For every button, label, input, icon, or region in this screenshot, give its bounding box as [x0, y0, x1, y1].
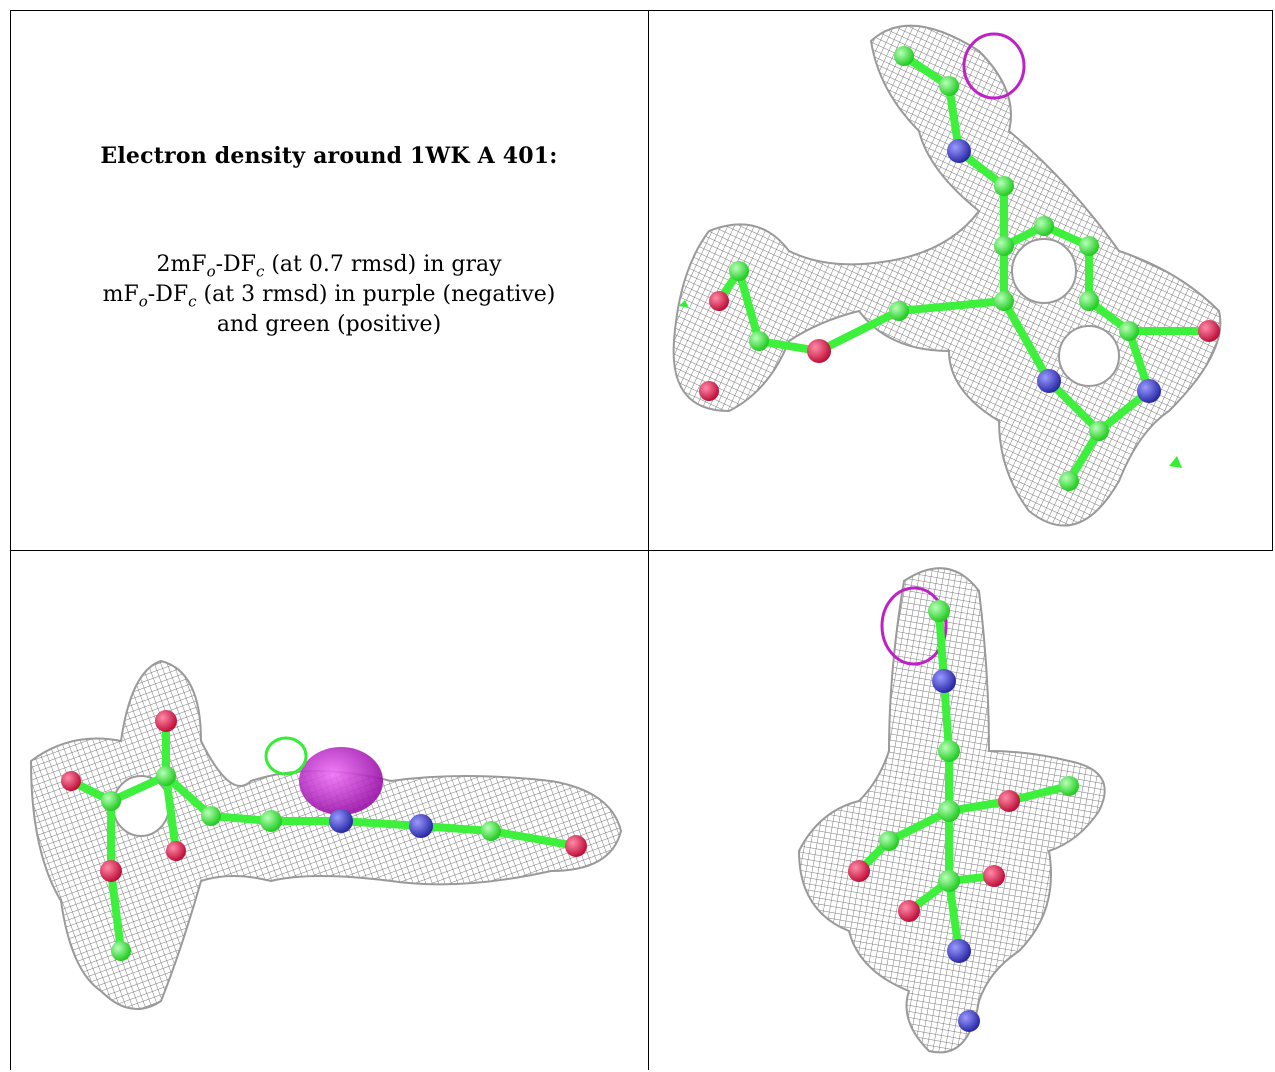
caption-line-1: 2mFo-DFc (at 0.7 rmsd) in gray [10, 250, 648, 280]
caption-line-1-mid: -DF [215, 252, 256, 277]
grid-center-border [648, 10, 649, 1070]
figure-grid: Electron density around 1WK A 401: 2mFo-… [10, 10, 1273, 1070]
caption-line-1-prefix: 2mF [156, 252, 207, 277]
grid-middle-border [10, 550, 1273, 551]
caption-line-1-sub-c: c [255, 262, 265, 281]
caption-line-2-rest: (at 3 rmsd) in purple (negative) [196, 282, 556, 307]
density-view-top-right [649, 11, 1272, 550]
caption-cell: Electron density around 1WK A 401: 2mFo-… [10, 10, 648, 550]
caption-line-1-rest: (at 0.7 rmsd) in gray [264, 252, 502, 277]
caption-description: 2mFo-DFc (at 0.7 rmsd) in gray mFo-DFc (… [10, 250, 648, 340]
density-view-bottom-left [11, 551, 648, 1070]
caption-line-1-sub-o: o [206, 262, 216, 281]
grid-right-border [1272, 10, 1273, 551]
grid-top-border [10, 10, 1273, 11]
electron-density-mesh-view-2-icon [29, 659, 623, 1010]
caption-line-2-prefix: mF [102, 282, 139, 307]
caption-line-2: mFo-DFc (at 3 rmsd) in purple (negative) [10, 280, 648, 310]
caption-line-2-mid: -DF [147, 282, 189, 307]
caption-line-2-sub-c: c [188, 292, 197, 311]
density-view-bottom-right [649, 551, 1272, 1070]
grid-left-border [10, 10, 11, 1070]
electron-density-mesh-view-1-icon [672, 24, 1222, 527]
caption-line-3: and green (positive) [216, 312, 442, 337]
electron-density-mesh-view-3-icon [797, 567, 1106, 1054]
caption-title: Electron density around 1WK A 401: [100, 143, 558, 169]
caption-line-2-sub-o: o [138, 292, 148, 311]
